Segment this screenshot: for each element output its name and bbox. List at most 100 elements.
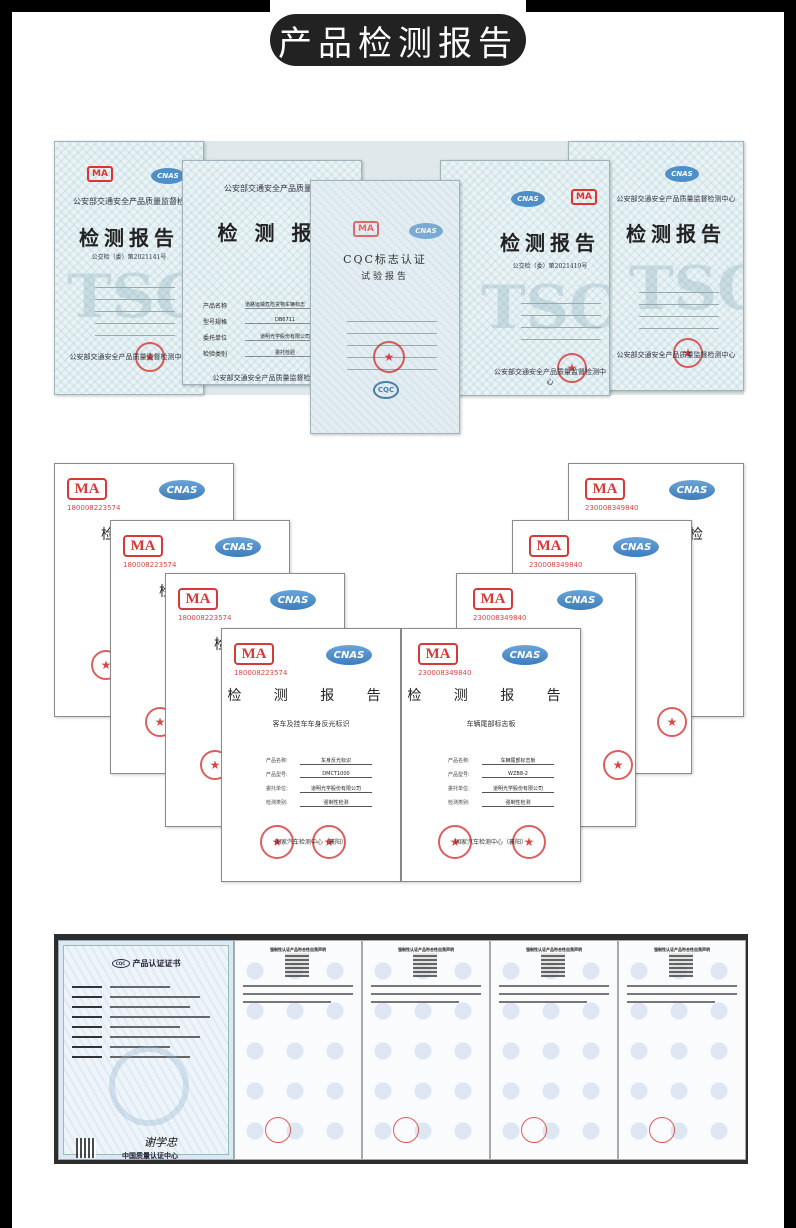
ma-logo: MA <box>473 588 513 610</box>
qr-code <box>285 953 309 977</box>
label-product: 产品名称 <box>203 303 228 310</box>
self-declaration-report-1[interactable]: 强制性认证产品符合性自我声明 <box>234 940 362 1160</box>
value-model: WZB8-2 <box>482 771 554 778</box>
cnas-logo: CNAS <box>270 590 316 610</box>
issuing-org: 国家汽车检测中心（襄阳） <box>454 839 527 846</box>
watermark: TSC <box>67 262 203 332</box>
cert-row <box>72 1016 220 1019</box>
cma-number: 230008349840 <box>418 669 472 677</box>
product-subject: 车辆尾部标志板 <box>466 720 516 728</box>
frame-left <box>0 0 12 1228</box>
red-seal <box>673 338 703 368</box>
label-category: 检测类别: <box>266 800 288 806</box>
red-seal <box>512 825 546 859</box>
red-seal <box>373 341 405 373</box>
self-declaration-report-2[interactable]: 强制性认证产品符合性自我声明 <box>362 940 490 1160</box>
agency-name: 公安部交通安全产品质量监督检测中心 <box>616 195 736 203</box>
red-seal <box>312 825 346 859</box>
frame-top-right <box>526 0 796 12</box>
label-category: 检测类别: <box>448 800 470 806</box>
red-seal <box>135 342 165 372</box>
ma-logo: MA <box>87 166 113 182</box>
agency-footer: 公安部交通安全产品质量监督检测中心 <box>212 374 332 382</box>
label-client: 委托单位 <box>203 335 228 342</box>
cert-row <box>72 1006 220 1009</box>
red-seal <box>657 707 687 737</box>
label-client: 委托单位: <box>448 786 470 792</box>
text-line <box>243 1001 331 1003</box>
qr-code <box>413 953 437 977</box>
report-title: 检 测 报 告 <box>227 688 395 704</box>
self-declaration-report-3[interactable]: 强制性认证产品符合性自我声明 <box>490 940 618 1160</box>
value-client: 道明光学股份有限公司 <box>245 333 325 341</box>
text-line <box>243 993 353 995</box>
qr-code <box>76 1138 96 1158</box>
report-number: 公交检（委）第2021419号 <box>512 263 588 270</box>
cqc-logo: CQC <box>373 381 399 399</box>
report-head: 强制性认证产品符合性自我声明 <box>398 947 454 952</box>
red-seal <box>393 1117 419 1143</box>
frame-top-left <box>0 0 270 12</box>
text-line <box>371 985 481 987</box>
report-number: 公交检（委）第2021141号 <box>91 254 167 261</box>
agency-name: 公安部交通安全产品质量监 <box>224 184 320 193</box>
ma-logo: MA <box>418 643 458 665</box>
ma-logo: MA <box>67 478 107 500</box>
report-card-4[interactable]: CNAS MA 检测报告 公交检（委）第2021419号 TSC 公安部交通安全… <box>440 160 610 396</box>
red-seal <box>557 353 587 383</box>
cma-number: 180008223574 <box>178 614 232 622</box>
report-card-1[interactable]: MA CNAS 公安部交通安全产品质量监督检 检测报告 公交检（委）第20211… <box>54 141 204 395</box>
ma-logo: MA <box>353 221 379 237</box>
report-head: 强制性认证产品符合性自我声明 <box>526 947 582 952</box>
cnas-logo: CNAS <box>159 480 205 500</box>
text-line <box>371 993 481 995</box>
frame-right <box>784 0 796 1228</box>
cma-number: 230008349840 <box>473 614 527 622</box>
report-title: 检测报告 <box>79 226 179 250</box>
certificate-title-text: 产品认证证书 <box>132 959 181 968</box>
cert-row <box>72 986 220 989</box>
test-report-rear-marking[interactable]: MA 230008349840 CNAS 检 测 报 告 车辆尾部标志板 产品名… <box>401 628 581 882</box>
red-seal <box>260 825 294 859</box>
report-title-partial: 检 <box>689 527 717 543</box>
cqc-test-report[interactable]: MA CNAS CQC标志认证 试验报告 CQC <box>310 180 460 434</box>
cqc-title: CQC标志认证 <box>343 253 427 266</box>
self-declaration-report-4[interactable]: 强制性认证产品符合性自我声明 <box>618 940 746 1160</box>
ma-logo: MA <box>123 535 163 557</box>
field-lines <box>95 287 175 347</box>
cnas-logo: CNAS <box>326 645 372 665</box>
signature: 谢学忠 <box>144 1136 177 1149</box>
text-line <box>499 993 609 995</box>
ma-logo: MA <box>571 189 597 205</box>
cnas-logo: CNAS <box>511 191 545 207</box>
cert-row <box>72 1026 220 1029</box>
cert-row <box>72 996 220 999</box>
test-report-vehicle-reflective[interactable]: MA 180008223574 CNAS 检 测 报 告 客车及挂车车身反光标识… <box>221 628 401 882</box>
text-line <box>371 1001 459 1003</box>
red-seal <box>438 825 472 859</box>
label-product: 产品名称: <box>266 758 288 764</box>
label-product: 产品名称: <box>448 758 470 764</box>
report-head: 强制性认证产品符合性自我声明 <box>654 947 710 952</box>
red-seal <box>265 1117 291 1143</box>
cnas-logo: CNAS <box>557 590 603 610</box>
watermark: TSC <box>481 273 610 343</box>
page-title: 产品检测报告 <box>270 14 526 66</box>
cma-number: 180008223574 <box>67 504 121 512</box>
value-product: 车辆尾部标志板 <box>482 757 554 765</box>
report-title: 检 测 报 <box>217 221 317 245</box>
label-client: 委托单位: <box>266 786 288 792</box>
cnas-logo: CNAS <box>669 480 715 500</box>
value-category: 委托检验 <box>245 349 325 357</box>
text-line <box>243 985 353 987</box>
value-product: 车身反光标识 <box>300 757 372 765</box>
ma-logo: MA <box>585 478 625 500</box>
ma-logo: MA <box>234 643 274 665</box>
value-category: 强制性检测 <box>300 799 372 807</box>
report-title: 检测报告 <box>626 222 726 246</box>
agency-footer: 公安部交通安全产品质量监督检测中心 <box>494 368 606 386</box>
field-lines <box>521 303 601 351</box>
text-line <box>627 1001 715 1003</box>
value-model: DB6711 <box>245 317 325 324</box>
